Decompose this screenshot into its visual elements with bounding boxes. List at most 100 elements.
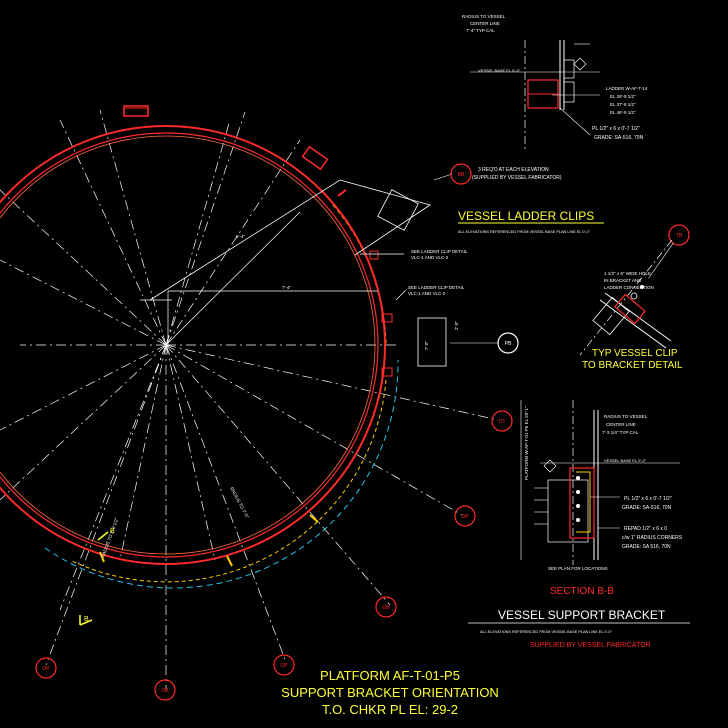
balloon: BB (433, 163, 472, 185)
shell-clip-markers (99, 189, 393, 567)
ladder-radius-line1: RADIUS TO VESSEL (462, 14, 506, 19)
section-mark-upper: B (110, 528, 115, 535)
radial-centerline (165, 344, 391, 606)
bracket-plate2-line1: REPAD 1/2" x 6 x 0 (624, 526, 667, 532)
radial-centerline (165, 139, 301, 346)
bracket-radius-line3: 7'-3 1/4" TYP CAL (602, 430, 639, 435)
vessel-plan: 3 REQ'D AT EACH ELEVATION (SUPPLIED BY V… (0, 105, 562, 690)
bracket-plate1-line2: GRADE: SA-516, 70N (622, 505, 672, 511)
balloon-label: OP (461, 514, 469, 520)
radial-centerline (119, 344, 167, 561)
radial-label-1: RADIUS TO 2'-9 1/2" (100, 517, 119, 559)
clip-box-lower (417, 317, 447, 367)
ladder-plate-line1: PL 1/2" x 6 x 0'-7 1/2" (592, 126, 640, 132)
ladder-clip-detail: RADIUS TO VESSEL CENTER LINE 7'-4" TYP C… (458, 14, 648, 234)
radial-centerline (165, 119, 231, 346)
vert-dim-b: 2'-0" (454, 321, 459, 330)
balloons: BB TB PB OT OP OB OP OB (35, 163, 690, 701)
ladder-note-line1: 3 REQ'D AT EACH ELEVATION (478, 167, 549, 173)
callout-upper-line2: VLC-1 AND VLC-2 (411, 255, 449, 260)
hidden-arc (44, 359, 399, 589)
section-mark-lower: B (84, 616, 89, 623)
ladder-clip-subtitle: ALL ELEVATIONS REFERENCED FROM VESSEL BA… (458, 230, 591, 234)
ladder-label-line1: LADDER W-AF-T-14 (606, 86, 648, 91)
clip-detail-title-1: TYP VESSEL CLIP (592, 348, 678, 359)
clip-note-line3: LADDER CONNECTION (604, 285, 654, 290)
ladder-note-line2: (SUPPLIED BY VESSEL FABRICATOR) (472, 175, 562, 181)
bracket-radius-line2: CENTER LINE (606, 422, 636, 427)
balloon: OP (454, 505, 476, 527)
clip-box-upper (377, 189, 419, 231)
main-title-line3: T.O. CHKR PL EL: 29-2 (322, 702, 458, 717)
bracket-vertical-label: PLATFORM W-AF-T-01-P5 EL 29'-1" (524, 406, 529, 480)
vessel-shell-line (0, 135, 376, 555)
balloon: OP (273, 654, 295, 676)
clip-arc-lower (69, 379, 387, 583)
balloon: OT (491, 410, 513, 432)
upper-right-nozzle (301, 145, 329, 171)
balloon-label: OP (280, 663, 288, 669)
supplied-by-note: SUPPLIED BY VESSEL FABRICATOR (530, 642, 651, 649)
support-bracket-title: VESSEL SUPPORT BRACKET (498, 608, 666, 622)
clip-to-bracket-detail: 1 1/2" x 6" WIDE HOLE IN BRACKET AND LAD… (579, 239, 683, 371)
bracket-elev-label: VESSEL BASE EL 0'-0" (604, 458, 647, 463)
bracket-plate2-line2: c/w 1" RADIUS CORNERS (622, 535, 683, 541)
balloon-label: OB (382, 605, 390, 611)
clip-note-line1: 1 1/2" x 6" WIDE HOLE (604, 271, 651, 276)
balloon-label: BB (458, 172, 465, 178)
balloon-label: PB (505, 341, 512, 347)
radial-centerlines (0, 109, 499, 690)
clip-detail-title-2: TO BRACKET DETAIL (582, 360, 683, 371)
ladder-elev-label: VESSEL BASE EL 0'-0" (478, 68, 521, 73)
radial-centerline (59, 119, 167, 346)
radial-centerline (99, 109, 167, 346)
radial-centerline (45, 344, 167, 666)
radial-label-2: RADIUS TO 7'-0" (229, 486, 250, 519)
ladder-label-line2: EL 28'-9 1/2" (610, 94, 636, 99)
support-bracket-section: PLATFORM W-AF-T-01-P5 EL 29'-1" RADIUS T… (468, 400, 690, 649)
bracket-plate2-line3: GRADE: SA 516, 70N (622, 544, 671, 550)
balloon-label: OT (499, 419, 506, 425)
radial-centerline (165, 344, 287, 663)
balloon-label: TB (676, 233, 683, 239)
radial-centerline (59, 344, 167, 611)
support-bracket-subtitle: ALL ELEVATIONS REFERENCED FROM VESSEL BA… (480, 630, 613, 634)
bolt-holes (576, 476, 580, 522)
clip-note-line2: IN BRACKET AND (604, 278, 642, 283)
vessel-shell-outer (0, 125, 386, 565)
ladder-clip-title: VESSEL LADDER CLIPS (458, 209, 594, 223)
callout-lower-line1: SEE LADDER CLIP DETAIL (408, 285, 465, 290)
radial-centerline (0, 344, 167, 501)
main-title-line1: PLATFORM AF-T-01-P5 (320, 668, 460, 683)
ladder-plate-line2: GRADE: SA-516, 70N (594, 135, 644, 141)
ladder-radius-line2: CENTER LINE (470, 21, 500, 26)
dim-upper: 5'-4" (236, 234, 245, 239)
callout-upper-line1: SEE LADDER CLIP DETAIL (411, 249, 468, 254)
section-bb-label: SECTION B-B (550, 586, 614, 597)
ladder-label-line4: EL 46'-9 1/2" (610, 110, 636, 115)
balloon-label: OP (42, 666, 50, 672)
bracket-radius-line1: RADIUS TO VESSEL (604, 414, 648, 419)
balloon: PB (450, 332, 519, 354)
radial-centerline (165, 111, 246, 346)
bracket-see-plan: SEE PLAN FOR LOCATIONS (548, 566, 608, 571)
main-title: PLATFORM AF-T-01-P5 SUPPORT BRACKET ORIE… (281, 668, 499, 717)
balloon-label: OB (161, 688, 169, 694)
vert-dim-a: 7'-0" (424, 341, 429, 350)
top-nozzle (123, 105, 149, 117)
vessel-shell-inner (0, 132, 379, 558)
radial-centerline (0, 189, 167, 346)
callout-lower-line2: VLC-1 AND VLC-2 (408, 291, 446, 296)
ladder-label-line3: EL 37'-8 1/2" (610, 102, 636, 107)
dim-mid: 7'-4" (282, 285, 291, 290)
ladder-zone-outline (149, 179, 431, 301)
balloon: OB (375, 596, 397, 618)
radial-centerline (0, 344, 167, 431)
balloon: OB (154, 679, 176, 701)
bracket-plate1-line1: PL 1/2" x 6 x 0'-7 1/2" (624, 496, 672, 502)
balloon: OP (35, 657, 57, 679)
section-b-marker (79, 531, 109, 626)
radial-centerline (165, 344, 499, 421)
